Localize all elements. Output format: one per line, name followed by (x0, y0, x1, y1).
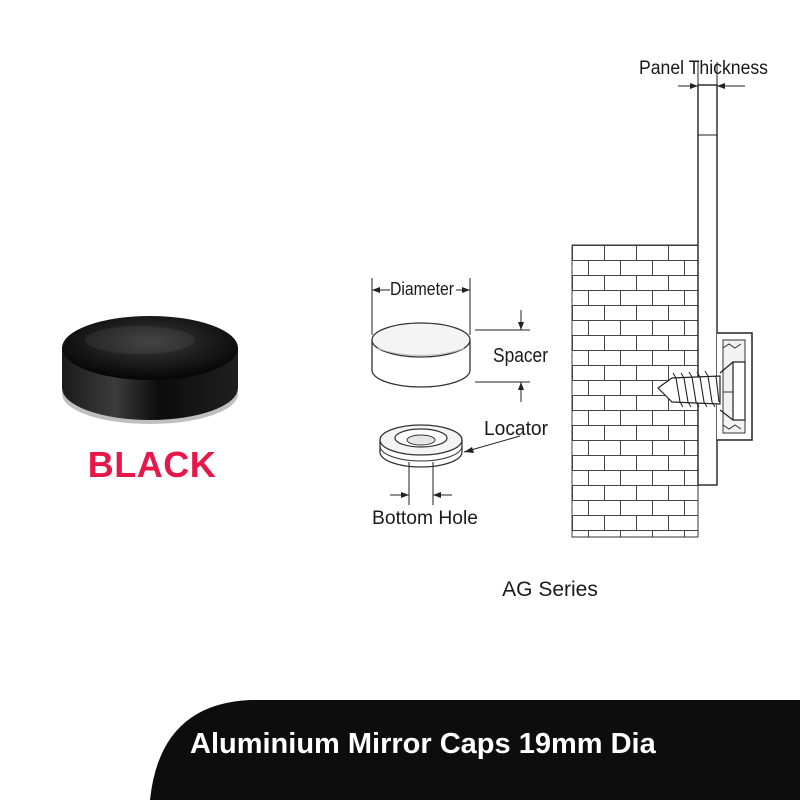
color-name-label: BLACK (87, 444, 217, 485)
bottom-hole-dimension (390, 462, 452, 505)
spacer-cap-drawing (371, 322, 471, 388)
locator-label: Locator (484, 418, 548, 440)
panel-drawing (697, 84, 718, 486)
diameter-label: Diameter (390, 279, 454, 299)
locator-leader (463, 435, 521, 453)
diameter-dimension (371, 278, 471, 335)
spacer-dimension (475, 310, 530, 402)
spacer-label: Spacer (493, 345, 548, 367)
bottom-hole-label: Bottom Hole (372, 508, 478, 529)
panel-thickness-label: Panel Thickness (639, 58, 768, 79)
locator-ring-drawing (379, 424, 463, 468)
screw-assembly-drawing (657, 332, 753, 441)
series-label: AG Series (502, 578, 598, 601)
panel-thickness-dimension (678, 62, 745, 110)
title-banner (150, 700, 800, 800)
black-cap-image (62, 316, 238, 424)
product-title: Aluminium Mirror Caps 19mm Dia (190, 728, 656, 760)
